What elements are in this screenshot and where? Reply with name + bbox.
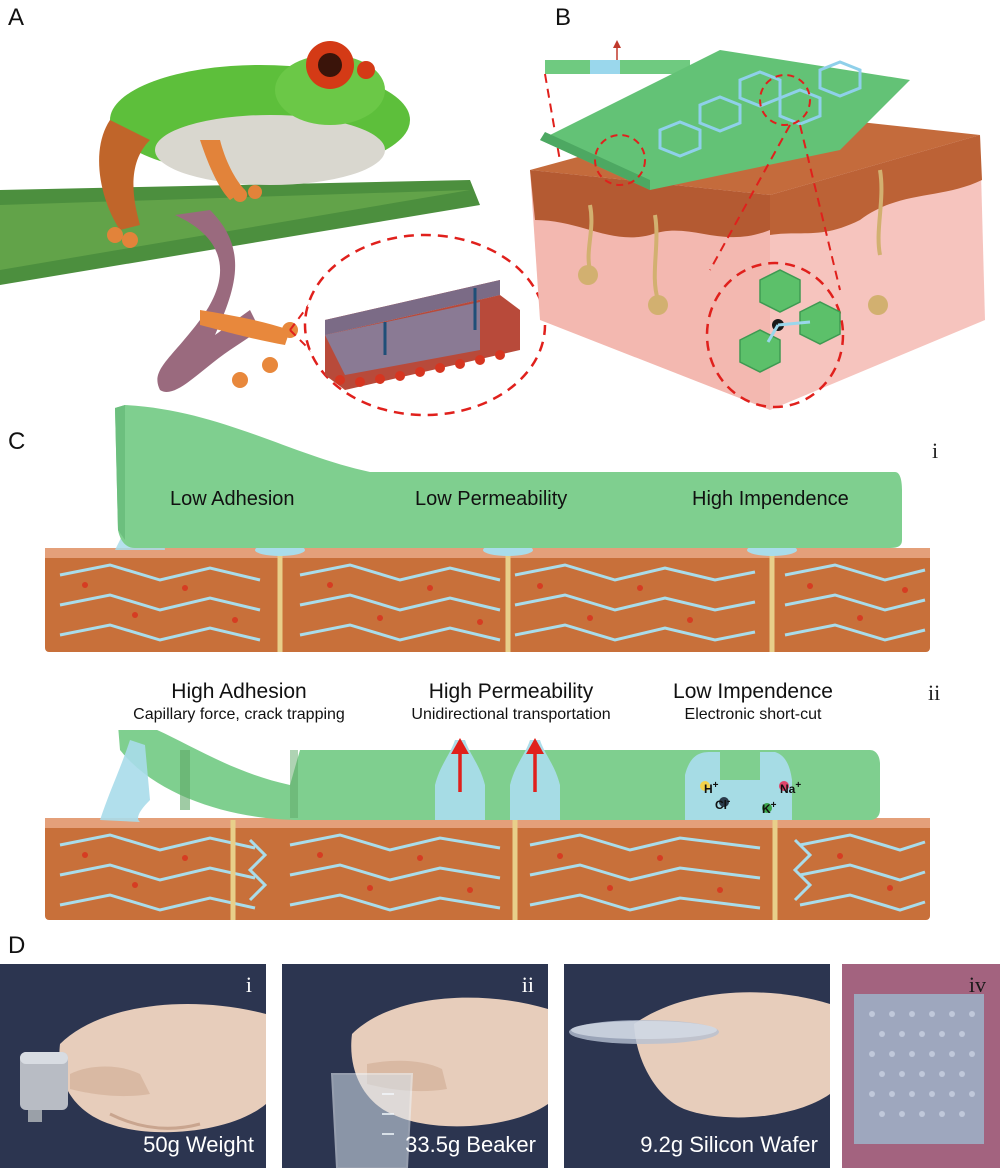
tissue-diagram-i [45, 405, 930, 652]
hand-holding-weight [20, 1004, 266, 1133]
photo-beaker: ii 33.5g Beaker [282, 964, 548, 1168]
photo-caption: 33.5g Beaker [405, 1132, 536, 1157]
ion-charge: - [727, 796, 731, 807]
ion-h: H+ [704, 780, 719, 796]
ion-k: K+ [762, 800, 777, 816]
photo-silicon-wafer: 9.2g Silicon Wafer [564, 964, 830, 1168]
tree-frog-illustration [0, 41, 547, 417]
hand-holding-wafer [569, 992, 830, 1118]
hand-holding-beaker [330, 997, 548, 1168]
photo-caption: 9.2g Silicon Wafer [640, 1132, 818, 1157]
header-subtitle: Unidirectional transportation [411, 706, 611, 723]
photo-numeral: ii [521, 972, 534, 997]
header-title: High Adhesion [171, 680, 307, 703]
photo-caption: 50g Weight [143, 1132, 254, 1157]
header-low-impendence: Low Impendence Electronic short-cut [622, 680, 884, 724]
header-high-permeability: High Permeability Unidirectional transpo… [380, 680, 642, 724]
header-subtitle: Capillary force, crack trapping [133, 706, 345, 723]
ion-na: Na+ [780, 780, 802, 796]
film-label-high-impendence: High Impendence [692, 488, 849, 510]
panel-label-d: D [8, 932, 26, 959]
ion-charge: + [712, 780, 719, 791]
film-label-low-adhesion: Low Adhesion [170, 488, 295, 510]
panel-label-c: C [8, 428, 26, 455]
panel-label-b: B [555, 4, 572, 31]
header-high-adhesion: High Adhesion Capillary force, crack tra… [108, 680, 370, 724]
panel-label-a: A [8, 4, 25, 31]
header-title: Low Impendence [673, 680, 833, 703]
panel-c-sub-ii: ii [928, 680, 941, 705]
photo-numeral: iv [968, 972, 986, 997]
ion-charge: + [770, 800, 777, 811]
panel-c-sub-i: i [932, 438, 939, 463]
skin-patch-illustration [530, 40, 985, 410]
tissue-diagram-ii [45, 730, 930, 920]
photo-numeral: i [245, 972, 252, 997]
ion-cl: Cl- [715, 796, 731, 812]
ion-charge: + [795, 780, 802, 791]
header-title: High Permeability [428, 680, 594, 703]
photo-film-on-skin: iv [842, 964, 1000, 1168]
film-label-low-permeability: Low Permeability [415, 488, 568, 510]
patterned-film [842, 964, 1000, 1168]
header-subtitle: Electronic short-cut [684, 706, 822, 723]
photo-weight: i 50g Weight [0, 964, 266, 1168]
